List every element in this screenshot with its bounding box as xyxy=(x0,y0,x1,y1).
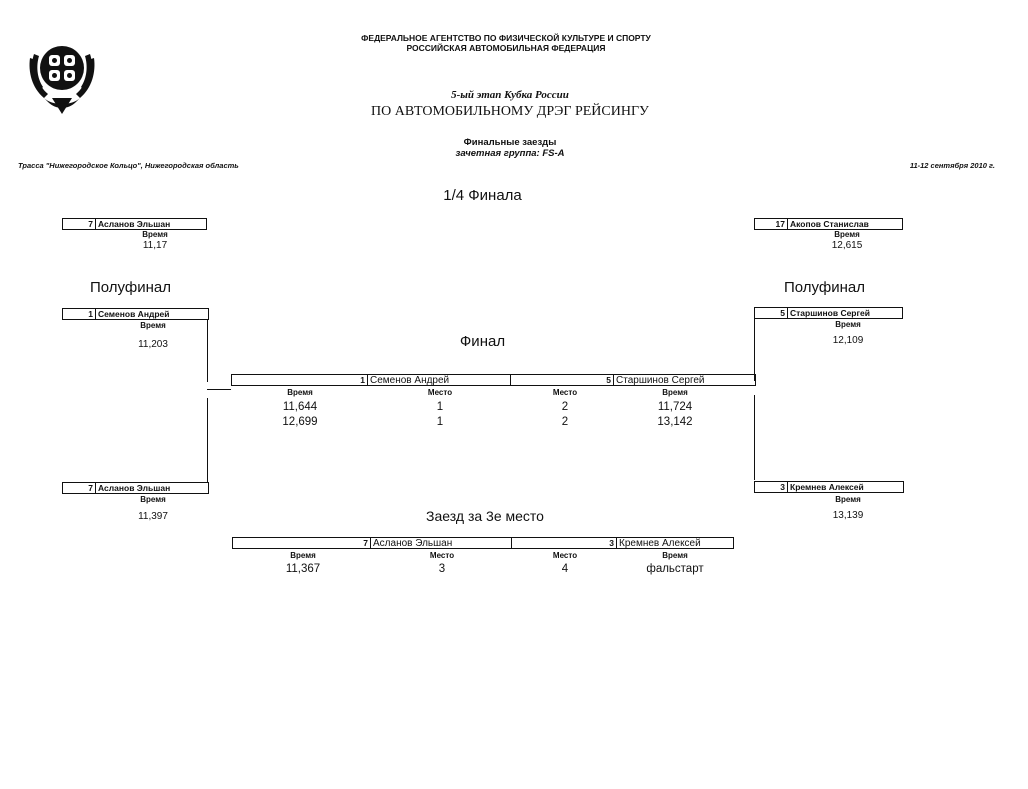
racer-number: 7 xyxy=(233,538,371,548)
time-label: Время xyxy=(290,551,316,560)
final-title: Финал xyxy=(459,333,506,350)
racer-name: Асланов Эльшан xyxy=(373,538,453,549)
final-right-time-1: 11,724 xyxy=(657,401,693,413)
racer-number: 7 xyxy=(63,483,96,493)
quarter-right-time: 12,615 xyxy=(831,240,863,251)
place-label: Место xyxy=(429,551,455,560)
racer-name: Асланов Эльшан xyxy=(98,483,171,493)
third-left-place: 3 xyxy=(438,563,446,575)
time-label: Время xyxy=(834,230,860,239)
semi-left-top-time: 11,203 xyxy=(138,339,168,350)
bracket-line xyxy=(207,398,208,482)
racer-name: Акопов Станислав xyxy=(790,219,869,229)
final-right-place-2: 2 xyxy=(561,416,569,428)
semi-right-title: Полуфинал xyxy=(784,279,865,296)
time-label: Время xyxy=(835,495,861,504)
semi-left-bottom-time: 11,397 xyxy=(138,511,168,522)
racer-number: 3 xyxy=(512,538,617,548)
racer-name: Старшинов Сергей xyxy=(790,308,870,318)
bracket-line xyxy=(754,395,755,480)
racer-number: 7 xyxy=(63,219,96,229)
bracket-line xyxy=(207,389,231,390)
date-label: 11-12 сентября 2010 г. xyxy=(909,161,995,170)
racer-number: 5 xyxy=(755,308,788,318)
semi-left-title: Полуфинал xyxy=(90,279,171,296)
semi-right-top-time: 12,109 xyxy=(832,335,864,346)
racer-name: Семенов Андрей xyxy=(370,375,450,386)
semi-right-bottom-time: 13,139 xyxy=(832,510,864,521)
racer-number: 1 xyxy=(232,375,368,385)
quarter-title: 1/4 Финала xyxy=(443,187,522,204)
group-label: зачетная группа: FS-A xyxy=(455,148,565,159)
racer-name: Семенов Андрей xyxy=(98,309,170,319)
final-left-place-1: 1 xyxy=(436,401,444,413)
time-label: Время xyxy=(140,495,166,504)
agency-line-2: РОССИЙСКАЯ АВТОМОБИЛЬНАЯ ФЕДЕРАЦИЯ xyxy=(406,43,606,53)
time-label: Время xyxy=(140,321,166,330)
final-left-time-2: 12,699 xyxy=(282,416,318,428)
bracket-line xyxy=(754,319,755,381)
agency-line-1: ФЕДЕРАЛЬНОЕ АГЕНТСТВО ПО ФИЗИЧЕСКОЙ КУЛЬ… xyxy=(361,33,651,43)
place-label: Место xyxy=(552,551,578,560)
racer-name: Старшинов Сергей xyxy=(616,375,705,386)
third-left-time: 11,367 xyxy=(285,563,321,575)
final-right-place-1: 2 xyxy=(561,401,569,413)
bracket-line xyxy=(207,320,208,382)
event-title: ПО АВТОМОБИЛЬНОМУ ДРЭГ РЕЙСИНГУ xyxy=(371,104,649,119)
racer-name: Асланов Эльшан xyxy=(98,219,171,229)
place-label: Место xyxy=(427,388,453,397)
third-right-place: 4 xyxy=(561,563,569,575)
racer-name: Кремнев Алексей xyxy=(619,538,701,549)
racer-name: Кремнев Алексей xyxy=(790,482,864,492)
time-label: Время xyxy=(142,230,168,239)
racer-number: 5 xyxy=(511,375,614,385)
quarter-left-time: 11,17 xyxy=(142,240,168,251)
emblem-icon xyxy=(29,46,95,114)
time-label: Время xyxy=(662,388,688,397)
third-right-status: фальстарт xyxy=(646,563,704,575)
third-title: Заезд за 3е место xyxy=(426,508,544,524)
track-label: Трасса "Нижегородское Кольцо", Нижегород… xyxy=(18,161,239,170)
final-left-time-1: 11,644 xyxy=(282,401,318,413)
subtitle: Финальные заезды xyxy=(463,137,557,148)
time-label: Время xyxy=(835,320,861,329)
racer-number: 1 xyxy=(63,309,96,319)
time-label: Время xyxy=(662,551,688,560)
racer-number: 17 xyxy=(755,219,788,229)
final-right-time-2: 13,142 xyxy=(657,416,693,428)
time-label: Время xyxy=(287,388,313,397)
place-label: Место xyxy=(552,388,578,397)
final-left-place-2: 1 xyxy=(436,416,444,428)
stage-title: 5-ый этап Кубка России xyxy=(451,89,569,101)
racer-number: 3 xyxy=(755,482,788,492)
